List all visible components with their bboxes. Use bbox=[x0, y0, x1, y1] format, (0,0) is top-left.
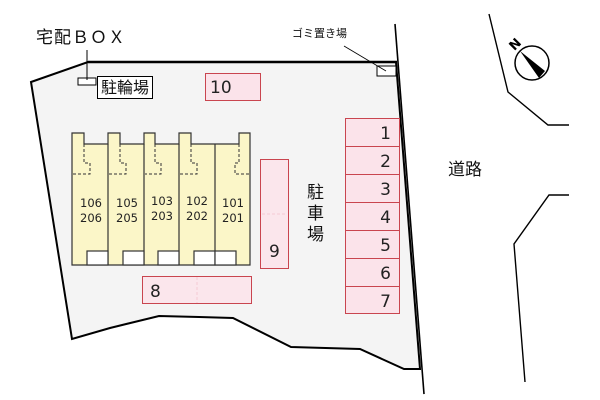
parking-slot-1: 1 bbox=[345, 118, 400, 147]
apartment-building bbox=[71, 132, 251, 266]
parking-slot-9: 9 bbox=[260, 159, 289, 269]
parking-label: 駐 車 場 bbox=[307, 183, 324, 245]
road-line-lower bbox=[513, 194, 569, 383]
garbage-area-label: ゴミ置き場 bbox=[292, 27, 347, 40]
parking-slot-4: 4 bbox=[345, 202, 400, 231]
parking-slot-8: 8 bbox=[142, 276, 252, 304]
delivery-box-label: 宅配ＢＯＸ bbox=[36, 28, 126, 48]
parking-slot-10: 10 bbox=[205, 73, 261, 101]
parking-slot-6: 6 bbox=[345, 258, 400, 287]
parking-slot-7: 7 bbox=[345, 286, 400, 314]
north-compass-icon: N bbox=[507, 36, 550, 81]
road-edge-line bbox=[394, 23, 425, 395]
garbage-area-box bbox=[376, 65, 397, 77]
road-label: 道路 bbox=[448, 160, 482, 180]
bicycle-parking-label: 駐輪場 bbox=[97, 76, 154, 99]
parking-slot-5: 5 bbox=[345, 230, 400, 259]
parking-slot-3: 3 bbox=[345, 174, 400, 203]
road-line-upper bbox=[488, 13, 569, 126]
parking-slot-2: 2 bbox=[345, 146, 400, 175]
